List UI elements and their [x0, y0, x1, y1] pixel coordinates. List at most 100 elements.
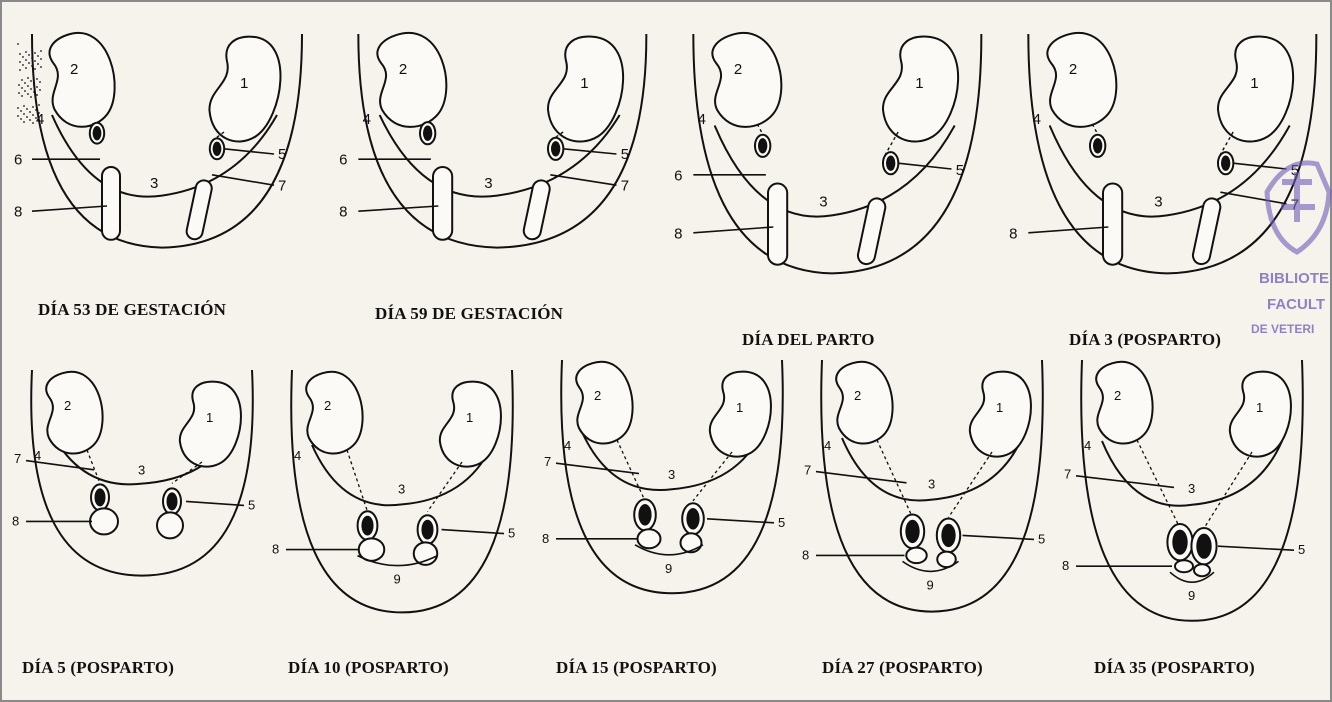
shading-dot [20, 118, 22, 120]
label-5: 5 [508, 526, 515, 541]
shading-dot [17, 107, 19, 109]
shading-dot [34, 52, 36, 54]
lobe-left [433, 167, 452, 240]
shading-dot [39, 81, 41, 83]
leader-7 [212, 175, 274, 185]
panel-caption: DÍA 35 (POSPARTO) [1094, 658, 1255, 678]
panel-caption: DÍA 15 (POSPARTO) [556, 658, 717, 678]
label-5: 5 [278, 146, 286, 163]
leader-7 [556, 463, 639, 473]
shading-dot [25, 67, 27, 69]
shading-dot [31, 65, 33, 67]
label-ovary-2: 2 [594, 388, 601, 403]
label-ovary-1: 1 [206, 410, 213, 425]
label-5: 5 [1298, 542, 1305, 557]
ovary-left [1089, 358, 1157, 447]
shading-dot [19, 53, 21, 55]
label-3: 3 [668, 467, 675, 482]
label-7: 7 [621, 177, 629, 194]
label-8: 8 [339, 203, 347, 220]
shading-dot [30, 80, 32, 82]
leader-5 [707, 519, 774, 523]
shading-dot [38, 104, 40, 106]
shading-dot [36, 78, 38, 80]
shading-dot [27, 93, 29, 95]
panel-caption: DÍA 53 DE GESTACIÓN [38, 300, 226, 320]
shading-dot [27, 85, 29, 87]
label-ovary-2: 2 [1114, 388, 1121, 403]
papilla-right-core [421, 520, 433, 540]
shading-dot [27, 77, 29, 79]
shading-dot [30, 96, 32, 98]
leader-5 [442, 530, 505, 534]
lobe-left [638, 529, 661, 548]
label-5: 5 [621, 146, 629, 163]
shading-dot [22, 64, 24, 66]
diagram-day-5: 2143578 [12, 364, 272, 594]
papilla-right-core [551, 141, 560, 156]
panel-caption: DÍA 3 (POSPARTO) [1069, 330, 1221, 350]
leader-7 [1076, 476, 1174, 488]
label-6: 6 [14, 151, 22, 168]
papilla-left-core [1093, 138, 1102, 153]
papilla-right-core [1196, 534, 1211, 559]
label-7: 7 [1064, 467, 1071, 482]
label-ovary-2: 2 [734, 61, 742, 78]
leader-8 [358, 206, 438, 211]
shading-dot [20, 110, 22, 112]
shading-dot [37, 55, 39, 57]
label-ovary-2: 2 [399, 61, 407, 78]
label-4: 4 [34, 448, 41, 463]
label-ovary-2: 2 [64, 398, 71, 413]
shading-dot [21, 95, 23, 97]
leader-8 [693, 227, 773, 233]
shading-dot [25, 51, 27, 53]
diagram-day-59: 21435678 [337, 24, 657, 284]
ovary-left [829, 358, 897, 447]
label-3: 3 [928, 476, 935, 491]
lobe-left [768, 184, 787, 265]
label-6: 6 [674, 168, 682, 185]
papilla-left-core [1172, 530, 1187, 555]
panel-caption: DÍA DEL PARTO [742, 330, 875, 350]
panel-caption: DÍA 10 (POSPARTO) [288, 658, 449, 678]
shading-dot [24, 82, 26, 84]
diagram-day-10: 2143958 [272, 364, 532, 634]
papilla-left-core [905, 520, 919, 543]
shading-dot [31, 57, 33, 59]
lobe-left [1103, 184, 1122, 265]
label-3: 3 [1154, 194, 1162, 211]
label-9: 9 [927, 577, 934, 592]
label-ovary-2: 2 [854, 388, 861, 403]
label-3: 3 [1188, 481, 1195, 496]
shading-dot [32, 114, 34, 116]
label-ovary-1: 1 [580, 75, 588, 92]
leader-8 [32, 206, 107, 211]
shading-dot [17, 115, 19, 117]
label-7: 7 [278, 177, 286, 194]
shading-dot [21, 87, 23, 89]
lobe-left [90, 508, 118, 534]
papilla-left-core [638, 504, 651, 526]
shading-dot [17, 43, 19, 45]
label-8: 8 [674, 226, 682, 243]
label-9: 9 [665, 561, 672, 576]
shading-dot [18, 84, 20, 86]
label-4: 4 [36, 111, 44, 128]
stamp-emblem-icon [1257, 152, 1332, 262]
label-5: 5 [778, 515, 785, 530]
label-4: 4 [363, 111, 371, 128]
shading-dot [34, 60, 36, 62]
panel-day-27: 21439578 DÍA 27 (POSPARTO) [802, 354, 1062, 694]
shading-dot [33, 91, 35, 93]
papilla-right-core [686, 508, 699, 530]
shading-dot [22, 56, 24, 58]
label-6: 6 [339, 151, 347, 168]
label-7: 7 [804, 462, 811, 477]
panel-day-15: 21439578 DÍA 15 (POSPARTO) [542, 354, 802, 694]
papilla-right-core [1221, 156, 1230, 171]
lobe-right [1191, 197, 1222, 266]
